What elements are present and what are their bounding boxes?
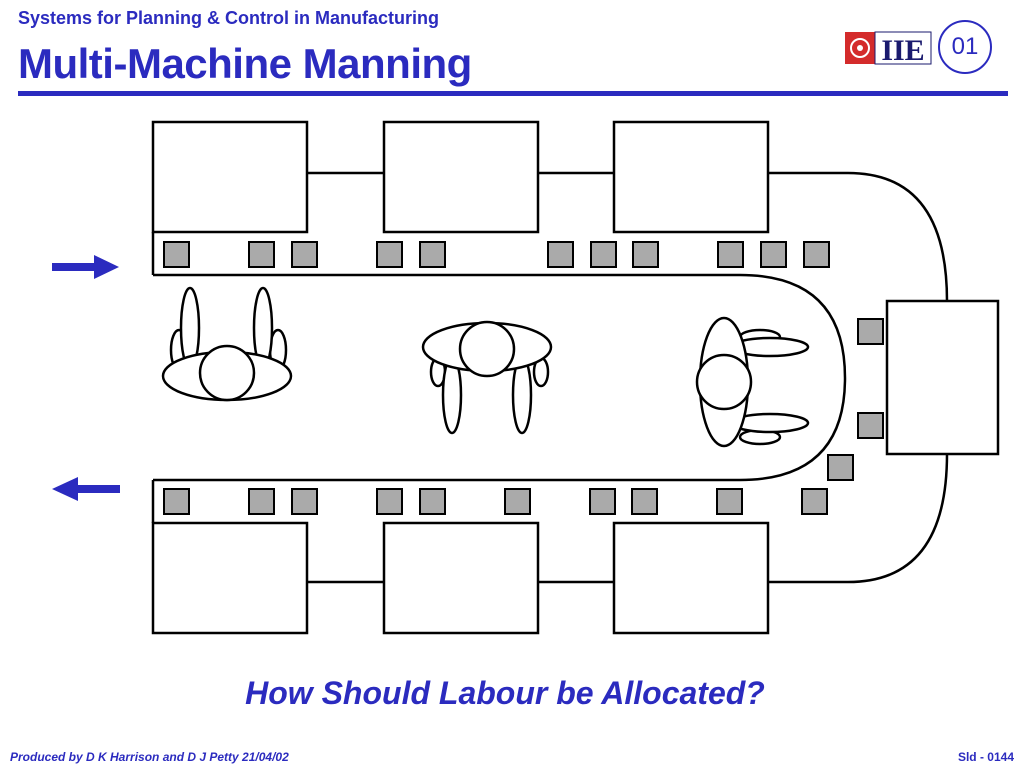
machine-top-3 xyxy=(612,120,770,234)
machine-bottom-2 xyxy=(382,521,540,635)
worker-top-view-icon xyxy=(161,286,293,402)
part-bottom xyxy=(589,488,616,515)
part-bottom xyxy=(504,488,531,515)
part-top xyxy=(419,241,446,268)
machine-top-2 xyxy=(382,120,540,234)
part-right xyxy=(857,318,884,345)
logo-gear-icon xyxy=(850,38,870,58)
worker-top-view-icon xyxy=(421,320,553,435)
logo-text: IIE xyxy=(881,34,924,66)
part-bottom xyxy=(291,488,318,515)
part-bottom xyxy=(801,488,828,515)
part-top xyxy=(632,241,659,268)
iie-logo: IIE xyxy=(845,31,932,66)
question-caption: How Should Labour be Allocated? xyxy=(245,675,765,711)
footer-credit: Produced by D K Harrison and D J Petty 2… xyxy=(10,750,289,764)
part-top xyxy=(717,241,744,268)
footer-slide-id: Sld - 0144 xyxy=(957,750,1014,764)
part-right xyxy=(857,412,884,439)
subtitle: Systems for Planning & Control in Manufa… xyxy=(18,8,440,28)
part-top xyxy=(376,241,403,268)
part-bottom xyxy=(419,488,446,515)
logo-gear-center xyxy=(857,45,863,51)
part-right xyxy=(827,454,854,481)
page-title: Multi-Machine Manning xyxy=(18,40,472,87)
part-top xyxy=(163,241,190,268)
part-top xyxy=(590,241,617,268)
machine-right xyxy=(885,299,1000,456)
part-bottom xyxy=(631,488,658,515)
production-line-diagram xyxy=(52,120,1000,635)
machine-bottom-1 xyxy=(151,521,309,635)
part-top xyxy=(248,241,275,268)
part-bottom xyxy=(248,488,275,515)
machine-top-1 xyxy=(151,120,309,234)
arrow-left-icon xyxy=(52,477,120,501)
title-underline xyxy=(18,91,1008,96)
part-bottom xyxy=(376,488,403,515)
slide-number-badge: 01 xyxy=(938,20,992,74)
outer-loop-bottom xyxy=(768,453,949,584)
part-top xyxy=(803,241,830,268)
part-top xyxy=(547,241,574,268)
arrow-right-icon xyxy=(52,255,119,279)
machine-bottom-3 xyxy=(612,521,770,635)
logo-letters-bg xyxy=(874,31,932,65)
conveyor-inner-loop xyxy=(153,273,847,482)
outer-loop-top xyxy=(768,171,949,302)
part-bottom xyxy=(163,488,190,515)
part-top xyxy=(760,241,787,268)
part-bottom xyxy=(716,488,743,515)
part-top xyxy=(291,241,318,268)
worker-top-view-icon xyxy=(695,316,810,448)
